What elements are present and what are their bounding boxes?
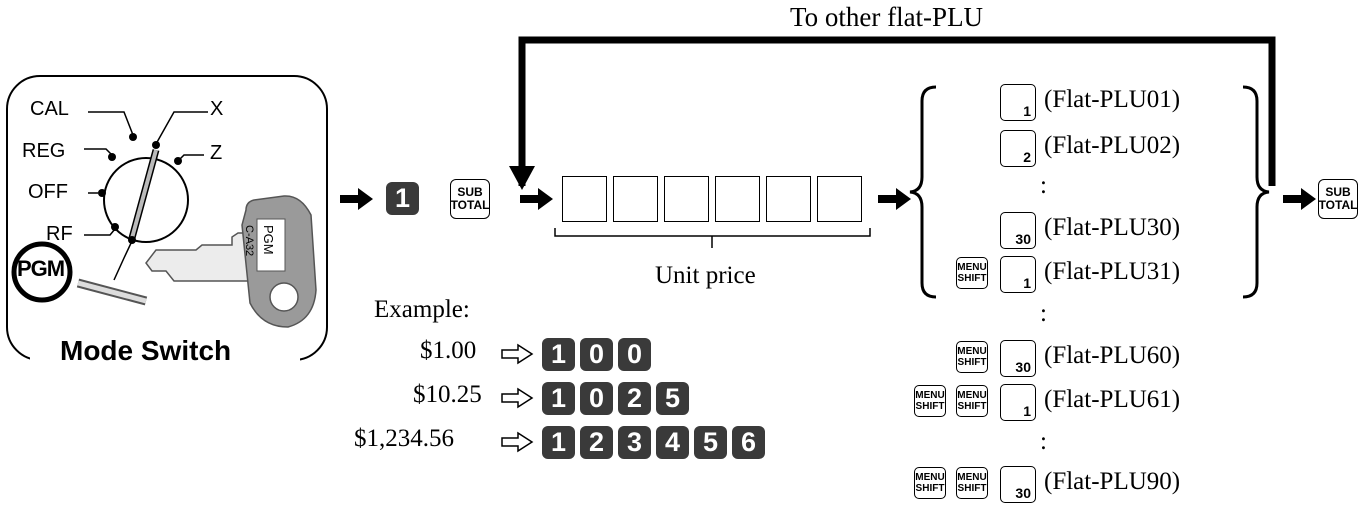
plu-key: 2 (1000, 130, 1036, 167)
plu-key: 30 (1000, 466, 1036, 503)
plu-label: (Flat-PLU30) (1044, 214, 1181, 241)
position-label-z: Z (210, 142, 223, 164)
position-label-rf: RF (46, 223, 73, 245)
plu-key: 30 (1000, 340, 1036, 377)
loop-arrowhead (509, 166, 535, 190)
continuation-mark: : (1040, 300, 1047, 327)
hollow-arrow-icon (501, 343, 534, 365)
plu-label: (Flat-PLU02) (1044, 132, 1181, 159)
example-key: 0 (618, 338, 651, 371)
key-label-pgm: PGM (261, 225, 276, 255)
example-amount: $1,234.56 (354, 425, 454, 452)
mode-switch-caption: Mode Switch (60, 335, 232, 366)
plu-key: 1 (1000, 84, 1036, 121)
example-key: 1 (542, 426, 575, 459)
continuation-mark: : (1040, 428, 1047, 455)
digit-box (613, 176, 658, 222)
digit-box (766, 176, 811, 222)
example-key: 4 (656, 426, 689, 459)
unit-price-bracket (554, 228, 871, 248)
example-key: 5 (694, 426, 727, 459)
key-1: 1 (386, 182, 419, 215)
arrow-right-icon (1283, 188, 1316, 210)
position-label-cal: CAL (30, 98, 69, 120)
left-brace (909, 85, 937, 299)
example-key: 2 (618, 382, 651, 415)
plu-label: (Flat-PLU90) (1044, 468, 1181, 495)
example-key: 2 (580, 426, 613, 459)
key-label-code: C-A32 (243, 225, 255, 256)
right-brace (1242, 85, 1270, 299)
plu-key: 1 (1000, 384, 1036, 421)
example-key: 0 (580, 338, 613, 371)
hollow-arrow-icon (501, 387, 534, 409)
arrow-right-icon (340, 188, 373, 210)
position-label-off: OFF (28, 181, 68, 203)
mode-switch-dial: PGM C-A32 (11, 111, 317, 328)
digit-box (715, 176, 760, 222)
example-amount: $1.00 (420, 337, 477, 364)
plu-label: (Flat-PLU31) (1044, 258, 1181, 285)
example-key: 1 (542, 382, 575, 415)
position-label-x: X (210, 98, 224, 120)
position-label-pgm: PGM (17, 256, 65, 281)
example-key: 1 (542, 338, 575, 371)
digit-box (562, 176, 607, 222)
plu-label: (Flat-PLU61) (1044, 386, 1181, 413)
digit-box (664, 176, 709, 222)
digit-box (817, 176, 862, 222)
plu-label: (Flat-PLU01) (1044, 86, 1181, 113)
unit-price-label: Unit price (655, 262, 756, 289)
example-heading: Example: (374, 296, 470, 323)
example-key: 5 (656, 382, 689, 415)
loop-label: To other flat-PLU (790, 2, 984, 32)
continuation-mark: : (1040, 172, 1047, 199)
hollow-arrow-icon (501, 431, 534, 453)
position-label-reg: REG (22, 140, 66, 162)
example-key: 3 (618, 426, 651, 459)
example-key: 0 (580, 382, 613, 415)
plu-key: 30 (1000, 212, 1036, 249)
plu-key: 1 (1000, 256, 1036, 293)
plu-label: (Flat-PLU60) (1044, 342, 1181, 369)
example-amount: $10.25 (413, 381, 482, 408)
arrow-right-icon (878, 188, 911, 210)
arrow-right-icon (520, 188, 553, 210)
example-key: 6 (732, 426, 765, 459)
loop-line (518, 36, 1276, 186)
